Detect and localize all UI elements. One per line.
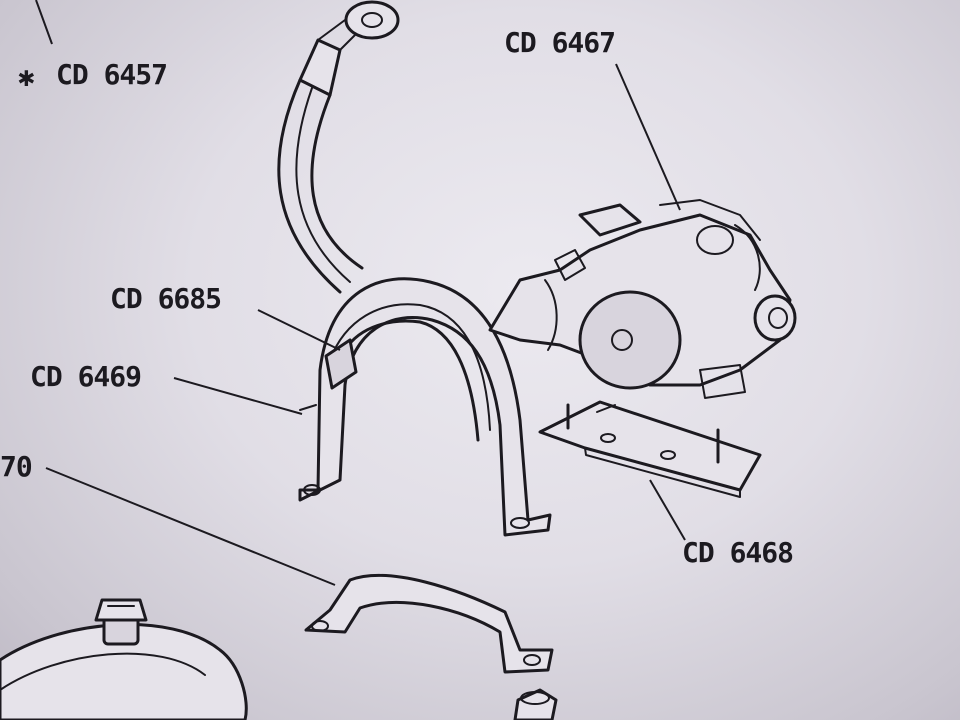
- lower-strap: [304, 573, 554, 674]
- leader-cd6470: [45, 467, 336, 586]
- ring-terminal: [344, 0, 400, 40]
- label-cd6457: CD 6457: [56, 58, 167, 91]
- battery-cable: [277, 0, 400, 294]
- mounting-plate: [538, 400, 762, 498]
- solenoid: [488, 199, 797, 399]
- u-bracket: [298, 277, 552, 537]
- label-cd6469: CD 6469: [30, 360, 141, 393]
- label-cd6457-prefix: ✱: [18, 60, 35, 93]
- label-cd6685: CD 6685: [110, 282, 221, 315]
- leader-cd6469: [173, 377, 303, 415]
- leader-cd6685: [257, 309, 341, 351]
- terminal-stud: [753, 294, 797, 342]
- leader-cd6457: [35, 0, 53, 45]
- label-cd6468: CD 6468: [682, 536, 793, 569]
- leader-cd6468: [649, 479, 686, 541]
- starter-body: [0, 598, 248, 720]
- label-cd6467: CD 6467: [504, 26, 615, 59]
- bottom-stud: [513, 688, 558, 720]
- leader-cd6467: [615, 63, 681, 211]
- solenoid-cap: [578, 290, 682, 390]
- label-cd6470-partial: 70: [0, 450, 32, 483]
